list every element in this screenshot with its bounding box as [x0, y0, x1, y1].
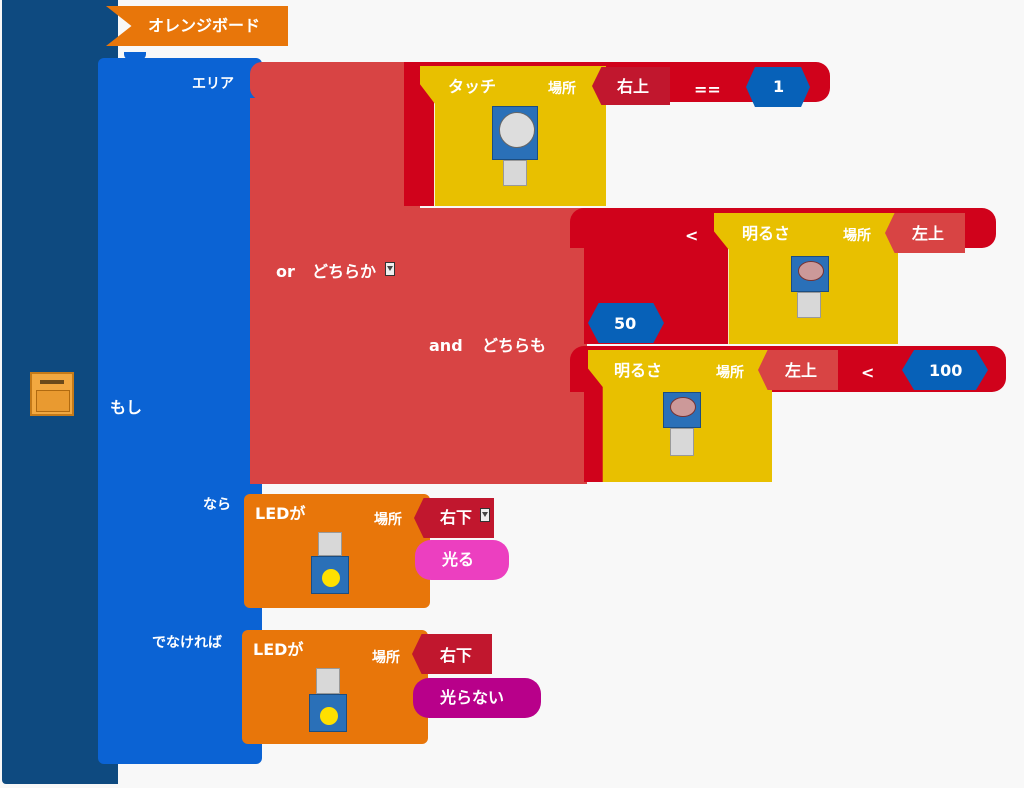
led1-pin [318, 532, 342, 556]
compare1-place-field[interactable] [885, 213, 965, 253]
led1-label: LEDが [255, 504, 306, 523]
led1-place-value: 右下 [440, 508, 473, 527]
compare1-value-field[interactable] [588, 303, 664, 343]
then-label: なら [203, 497, 231, 513]
touch-value: 1 [773, 77, 785, 96]
orange-board-header[interactable] [106, 6, 288, 46]
light-sensor-icon-2 [663, 392, 701, 428]
led1-place-dropdown-icon[interactable] [480, 508, 490, 522]
compare2-value: 100 [929, 361, 963, 380]
led1-place-label: 場所 [374, 512, 402, 528]
touch-sensor-pin [503, 160, 527, 186]
touch-value-field[interactable] [746, 67, 810, 107]
compare1-op: < [685, 226, 699, 245]
or-mode-dropdown-icon[interactable] [385, 262, 395, 276]
board-container-top [2, 0, 112, 46]
led2-icon [309, 694, 347, 732]
and-op: and [429, 336, 463, 355]
compare2-op: < [861, 363, 875, 382]
led1-action-field[interactable] [415, 540, 509, 580]
compare2-sensor-label: 明るさ [614, 361, 663, 380]
led1-icon [311, 556, 349, 594]
led2-action: 光らない [440, 688, 505, 707]
if-label: もし [110, 398, 143, 417]
touch-sensor-icon [492, 106, 538, 160]
light-sensor-pin-2 [670, 428, 694, 456]
led2-pin [316, 668, 340, 694]
or-op: or [276, 262, 295, 281]
compare2-place-label: 場所 [716, 365, 744, 381]
light-sensor-icon-1 [791, 256, 829, 292]
and-block-cut [403, 244, 417, 484]
else-label: でなければ [152, 635, 222, 651]
touch-place-field[interactable] [592, 67, 670, 105]
light-sensor-pin-1 [797, 292, 821, 318]
touch-place-value: 右上 [617, 77, 650, 96]
or-block-cap [250, 62, 276, 100]
led2-label: LEDが [253, 640, 304, 659]
touch-op: == [694, 80, 721, 99]
led2-action-field[interactable] [413, 678, 541, 718]
led2-place-field[interactable] [412, 634, 492, 674]
or-mode: どちらか [312, 262, 377, 281]
compare2-value-field[interactable] [902, 350, 988, 390]
touch-label: タッチ [448, 77, 497, 96]
touch-place-label: 場所 [548, 81, 576, 97]
compare1-place-value: 左上 [912, 224, 945, 243]
if-block-notch [124, 52, 146, 60]
led2-place-label: 場所 [372, 650, 400, 666]
if-block[interactable] [98, 58, 262, 764]
compare1-place-label: 場所 [843, 228, 871, 244]
board-icon [30, 372, 74, 416]
compare1-value: 50 [614, 314, 637, 333]
compare2-place-field[interactable] [758, 350, 838, 390]
compare2-place-value: 左上 [785, 361, 818, 380]
and-mode: どちらも [482, 336, 547, 355]
and-block[interactable] [403, 208, 587, 484]
led2-place-value: 右下 [440, 646, 473, 665]
orange-board-label: オレンジボード [148, 16, 261, 35]
led1-action: 光る [442, 550, 475, 569]
area-label: エリア [192, 76, 234, 92]
compare1-sensor-label: 明るさ [742, 224, 791, 243]
